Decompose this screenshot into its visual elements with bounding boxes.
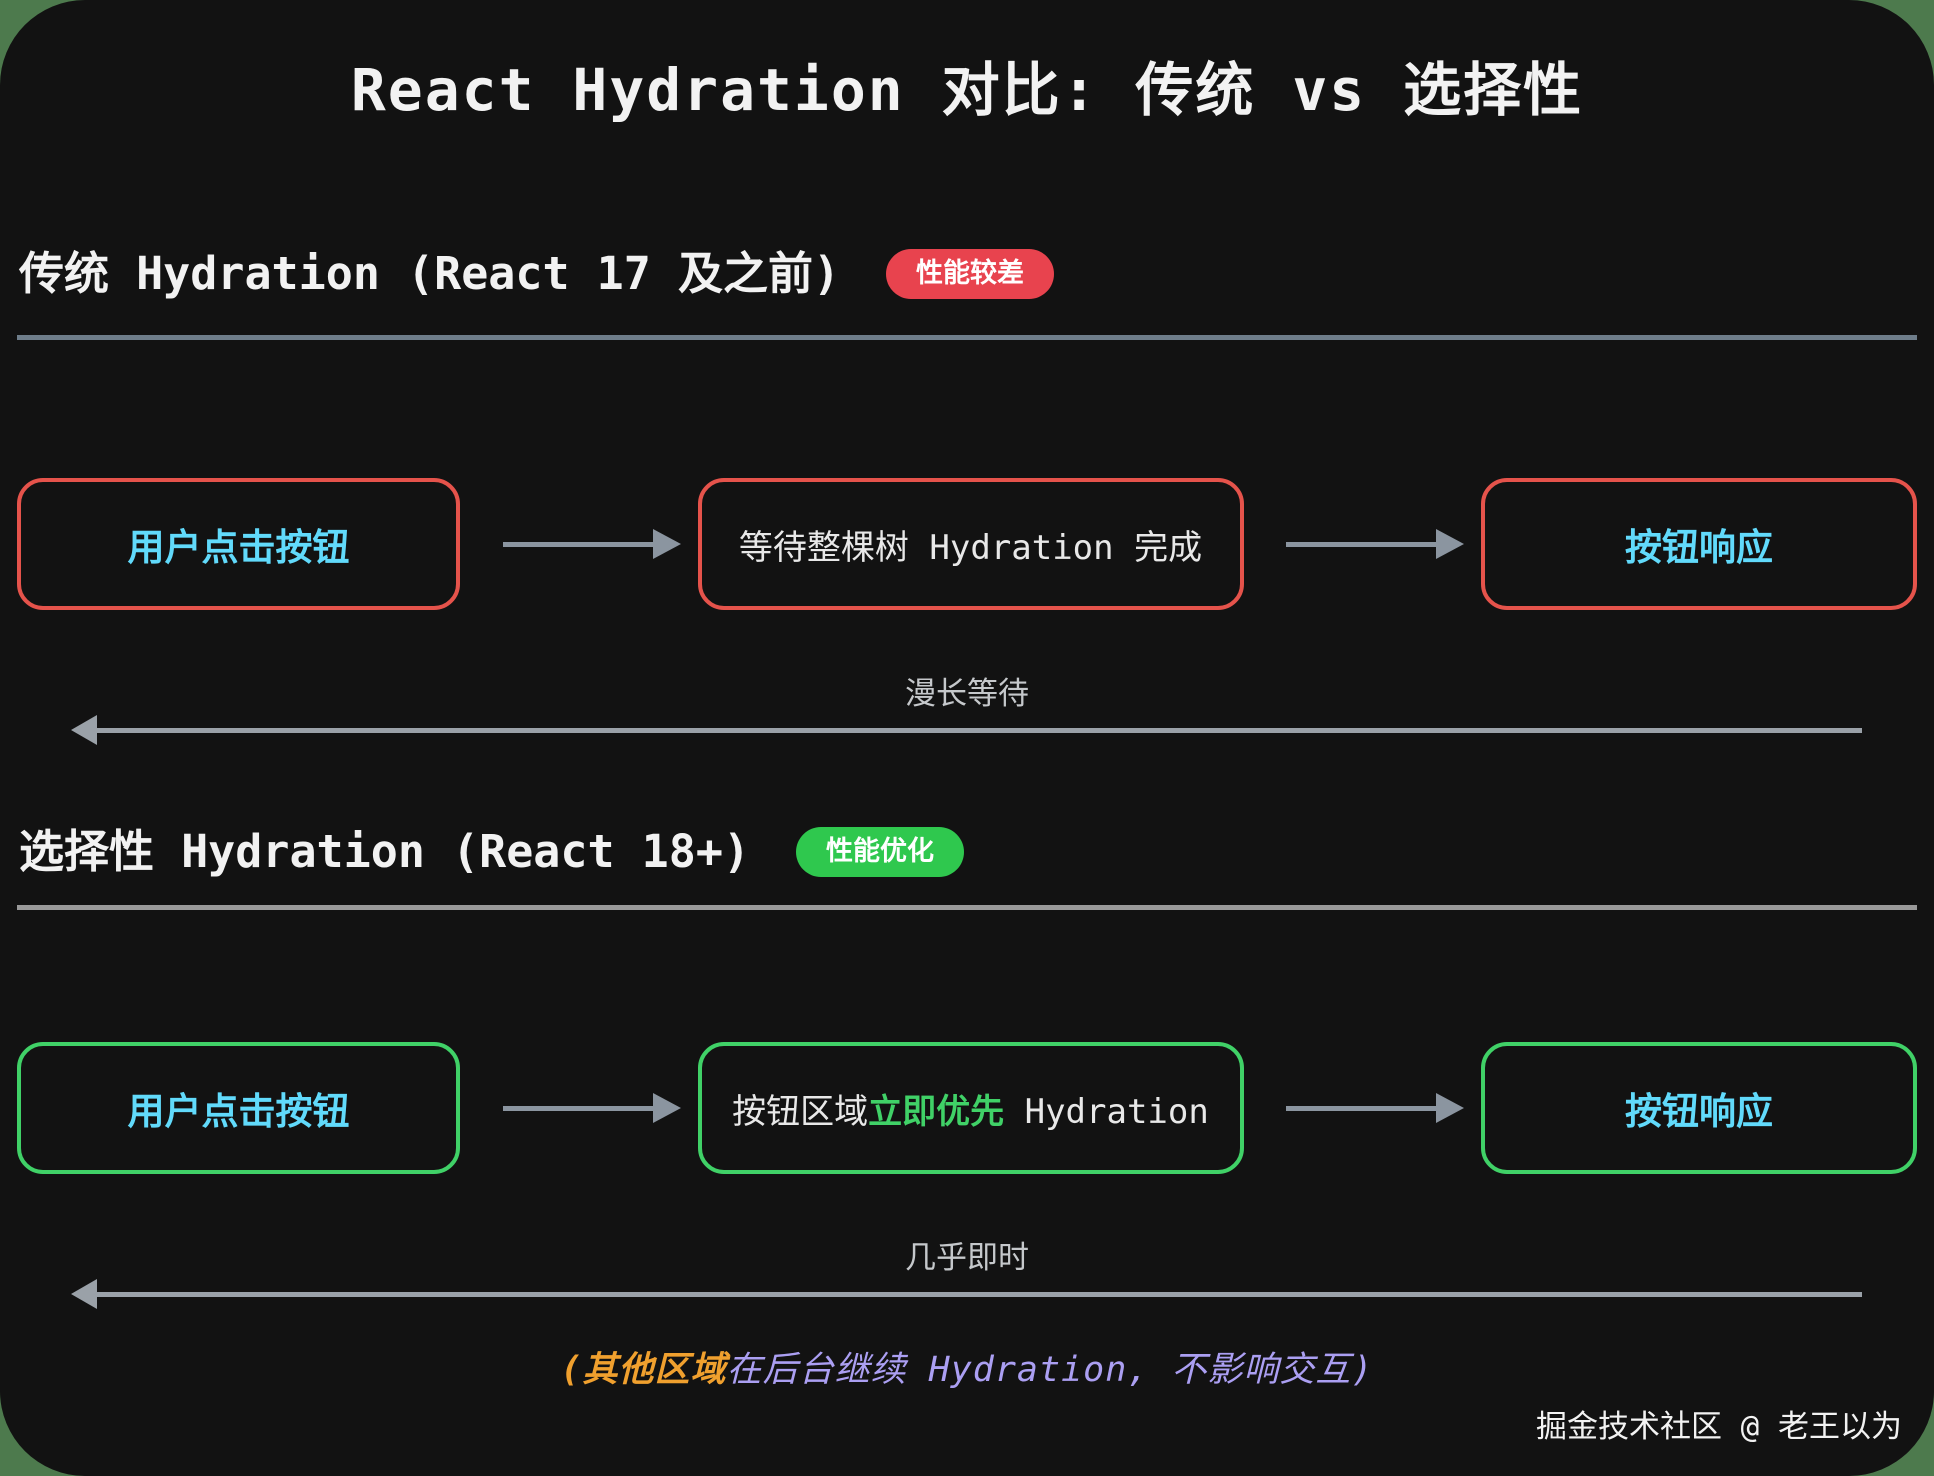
flow-connector xyxy=(1244,528,1482,559)
arrow-right-icon xyxy=(502,1092,681,1123)
performance-good-badge: 性能优化 xyxy=(796,827,965,877)
flow-box-wait-full-tree: 等待整棵树 Hydration 完成 xyxy=(697,478,1244,610)
arrow-right-icon xyxy=(1286,528,1465,559)
section-divider xyxy=(17,335,1917,340)
section-traditional-heading: 传统 Hydration (React 17 及之前) xyxy=(19,247,841,300)
flow-box-label: 等待整棵树 Hydration 完成 xyxy=(738,527,1203,568)
arrow-left-icon xyxy=(71,1279,1862,1309)
section-divider xyxy=(17,905,1917,910)
flow-box-label: 用户点击按钮 xyxy=(127,526,350,569)
note-rest: 在后台继续 Hydration, 不影响交互) xyxy=(726,1350,1374,1390)
section-traditional-header: 传统 Hydration (React 17 及之前) 性能较差 xyxy=(17,243,1917,305)
flow-box-label: 按钮响应 xyxy=(1625,526,1773,569)
flow-box-label: 按钮响应 xyxy=(1625,1090,1773,1133)
note-highlight: (其他区域 xyxy=(560,1350,727,1390)
flow-box-button-response: 按钮响应 xyxy=(1481,1042,1917,1174)
flow-box-button-response: 按钮响应 xyxy=(1481,478,1917,610)
flow-box-label: 按钮区域立即优先 Hydration xyxy=(732,1084,1209,1133)
section-selective-heading: 选择性 Hydration (React 18+) xyxy=(19,825,751,878)
flow-box-label: 用户点击按钮 xyxy=(127,1090,350,1133)
arrow-right-icon xyxy=(1286,1092,1465,1123)
return-arrow-label: 漫长等待 xyxy=(905,676,1029,712)
performance-bad-badge: 性能较差 xyxy=(886,249,1055,299)
label-suffix: Hydration xyxy=(1004,1091,1209,1132)
flow-connector xyxy=(460,1092,698,1123)
return-arrow-label: 几乎即时 xyxy=(905,1240,1029,1276)
selective-flow-row: 用户点击按钮 按钮区域立即优先 Hydration 按钮响应 xyxy=(17,1042,1917,1174)
background-hydration-note: (其他区域在后台继续 Hydration, 不影响交互) xyxy=(17,1341,1917,1392)
flow-box-user-click: 用户点击按钮 xyxy=(17,478,460,610)
arrow-left-icon xyxy=(71,715,1862,745)
traditional-flow-row: 用户点击按钮 等待整棵树 Hydration 完成 按钮响应 xyxy=(17,478,1917,610)
flow-connector xyxy=(1244,1092,1482,1123)
page-title: React Hydration 对比: 传统 vs 选择性 xyxy=(350,56,1584,124)
flow-box-user-click: 用户点击按钮 xyxy=(17,1042,460,1174)
flow-connector xyxy=(460,528,698,559)
section-selective-header: 选择性 Hydration (React 18+) 性能优化 xyxy=(17,821,1917,883)
label-prefix: 按钮区域 xyxy=(732,1091,869,1132)
author-credit: 掘金技术社区 @ 老王以为 xyxy=(1536,1409,1902,1445)
arrow-right-icon xyxy=(502,528,681,559)
flow-box-priority-hydration: 按钮区域立即优先 Hydration xyxy=(697,1042,1244,1174)
label-highlight: 立即优先 xyxy=(868,1091,1005,1132)
